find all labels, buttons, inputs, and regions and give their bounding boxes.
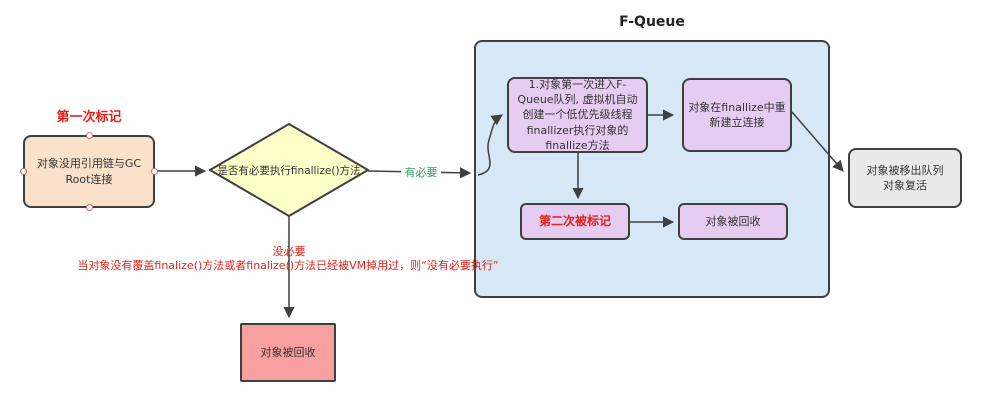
node-reconnect-label: 对象在finallize中重新建立连接 [688,100,786,129]
node-revived[interactable]: 对象被移出队列 对象复活 [848,148,962,208]
node-gc-root[interactable]: 对象没用引用链与GC Root连接 [20,132,158,211]
decision-diamond[interactable] [209,123,369,217]
node-decision-label: 是否有必要执行finallize()方法 [217,164,361,177]
node-recycled-outside-label: 对象被回收 [260,345,316,359]
node-enter-queue[interactable]: 1.对象第一次进入F-Queue队列, 虚拟机自动创建一个低优先级线程final… [507,77,648,153]
node-reconnect[interactable]: 对象在finallize中重新建立连接 [682,78,792,152]
node-enter-queue-label: 1.对象第一次进入F-Queue队列, 虚拟机自动创建一个低优先级线程final… [517,77,638,153]
node-recycled-in-queue-label: 对象被回收 [705,214,761,228]
node-recycled-outside[interactable]: 对象被回收 [240,323,336,382]
node-revived-label: 对象被移出队列 对象复活 [866,163,944,192]
fqueue-title: F-Queue [619,14,685,30]
arrow-reconnect-to-revived[interactable] [791,111,844,172]
connection-handle-bottom [85,204,93,211]
arrow-fqueue-edge-to-enterqueue[interactable] [477,114,503,176]
node-second-mark-label: 第二次被标记 [538,214,611,229]
node-recycled-in-queue[interactable]: 对象被回收 [678,203,788,240]
node-second-mark[interactable]: 第二次被标记 [520,203,630,240]
edge-label-yes: 有必要 [401,164,441,180]
connection-handle-top [85,132,93,139]
connection-handle-right [151,168,158,175]
edge-label-no: 没必要 [272,245,306,258]
connection-handle-left [20,168,27,175]
node-gc-root-label: 对象没用引用链与GC Root连接 [36,157,142,186]
edge-label-no-note: 当对象没有覆盖finalize()方法或者finalize()方法已经被VM掉用… [77,259,499,272]
first-mark-label: 第一次标记 [56,110,122,125]
